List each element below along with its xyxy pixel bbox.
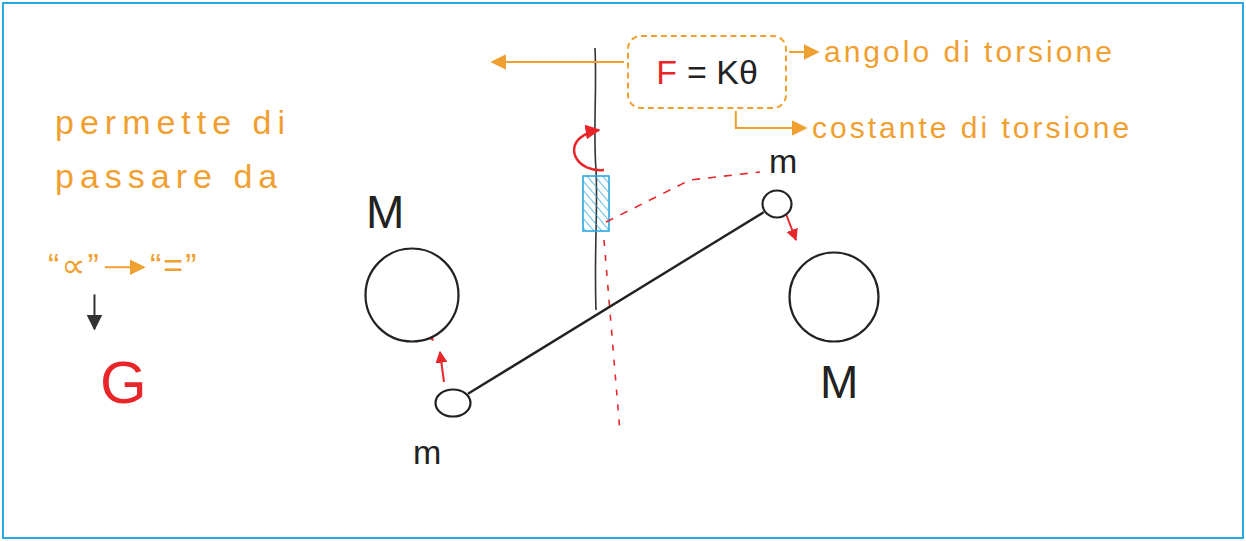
result-arrow <box>93 294 95 329</box>
large-mass: M <box>788 251 880 343</box>
light-ray <box>606 172 760 222</box>
constant-note: costante di torsione <box>812 104 1132 152</box>
mass-outline <box>364 247 460 343</box>
mass-circle <box>790 253 879 342</box>
small-mass: m <box>761 189 793 219</box>
equal-symbol: “=” <box>150 238 199 292</box>
large-mass: M <box>364 247 460 343</box>
note-text: permette di passare da <box>55 95 355 204</box>
constant-pointer <box>736 111 806 128</box>
reference-line <box>604 240 620 432</box>
mass-circle <box>763 191 792 218</box>
mass-label: m <box>769 142 797 181</box>
formula-box: F = Kθ <box>627 35 787 109</box>
force-symbol: F <box>656 53 677 92</box>
mass-label: M <box>366 185 404 239</box>
balance-rod <box>468 212 764 394</box>
gravitational-constant: G <box>100 335 147 431</box>
angle-note: angolo di torsione <box>824 28 1115 76</box>
force-arrow <box>440 352 444 382</box>
angle-pointer <box>789 51 818 53</box>
mass-outline <box>434 388 472 418</box>
mass-label: m <box>413 433 441 472</box>
mass-outline <box>788 251 880 343</box>
mass-label: M <box>820 355 858 409</box>
force-arrow <box>786 214 796 240</box>
frame-border <box>3 3 1243 538</box>
torsion-formula: = Kθ <box>687 53 758 92</box>
rotation-arrow <box>574 130 604 170</box>
mirror <box>583 176 609 231</box>
mass-circle <box>366 249 459 342</box>
small-mass: m <box>434 388 472 418</box>
mass-circle <box>436 390 471 417</box>
pointer-arrow <box>492 61 624 63</box>
transition-arrow <box>105 266 144 268</box>
mass-outline <box>761 189 793 219</box>
proportional-symbol: “∝” <box>48 238 101 292</box>
